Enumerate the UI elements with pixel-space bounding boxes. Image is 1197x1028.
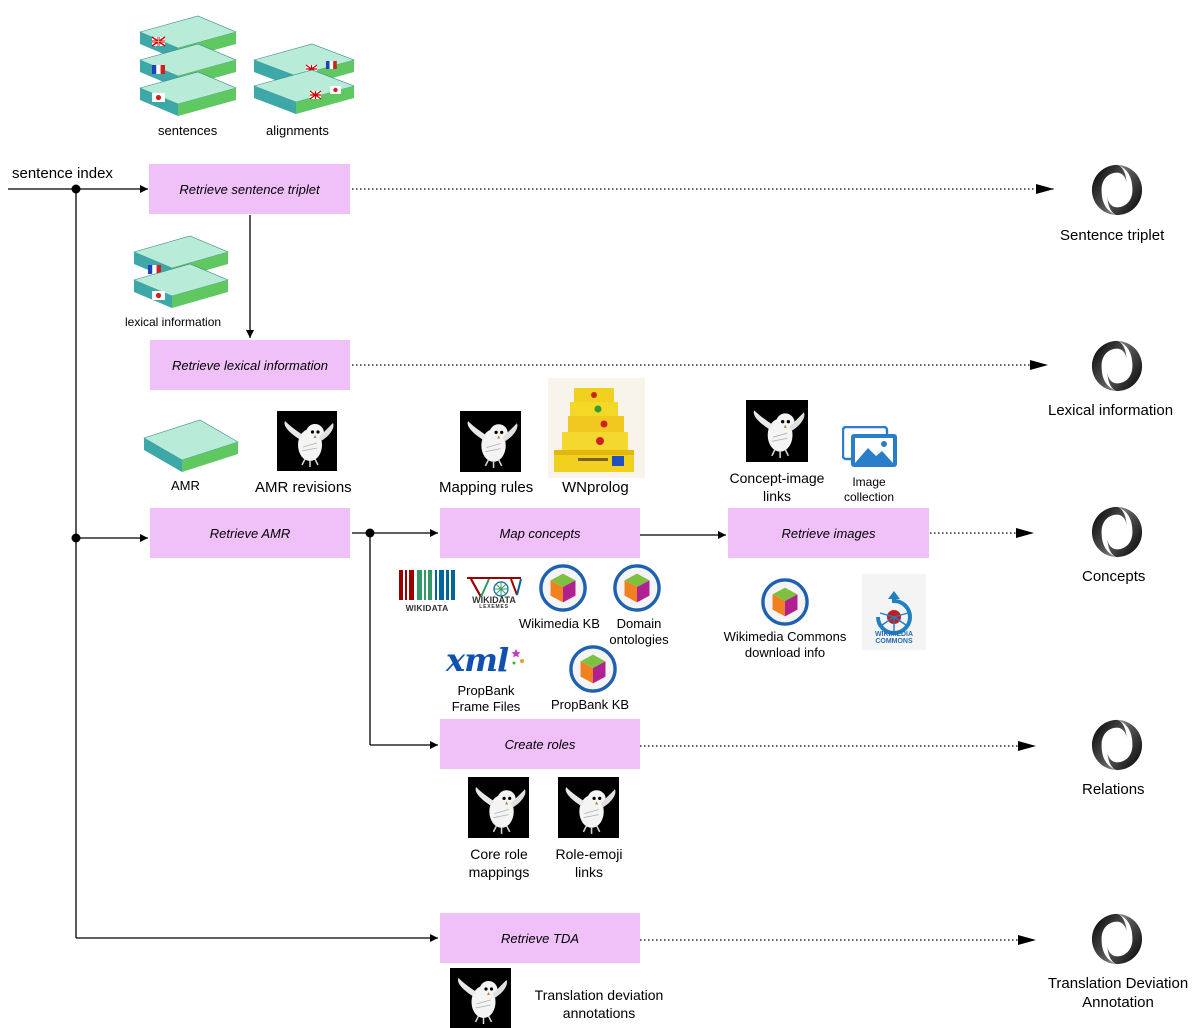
wikidata-logo-text: WIKIDATA [405, 603, 449, 613]
propbank-kb-cube-icon [569, 645, 617, 693]
lexical-database-icon [128, 232, 234, 312]
wikidata-logo-icon: WIKIDATA [397, 568, 457, 616]
sentences-database-icon [132, 12, 242, 118]
wikimedia-commons-kb-cube-icon [761, 578, 809, 626]
image-collection-line1: Image [852, 475, 886, 489]
commons-logo-line1: WIKIMEDIA [874, 631, 914, 638]
lexical-information-label: lexical information [125, 315, 222, 329]
arrowhead-lexical [1030, 360, 1048, 370]
image-collection-label: Image collection [836, 475, 902, 505]
arrowhead-relations [1018, 741, 1036, 751]
concept-image-links-owl-icon [746, 400, 808, 462]
wikimedia-commons-info-line1: Wikimedia Commons [723, 629, 847, 644]
tda-output-label: Translation Deviation Annotation [1040, 975, 1196, 1013]
alignments-label: alignments [266, 123, 329, 138]
propbank-kb-label: PropBank KB [551, 697, 630, 712]
domain-ontologies-cube-icon [613, 564, 661, 612]
role-emoji-links-label: Role-emoji links [545, 846, 633, 881]
tda-line1: Translation deviation [534, 987, 664, 1003]
retrieve-amr-process: Retrieve AMR [150, 508, 350, 558]
tda-output-line2: Annotation [1082, 993, 1154, 1011]
propbank-frame-files-label: PropBank Frame Files [447, 683, 525, 716]
retrieve-lexical-information-process: Retrieve lexical information [150, 340, 350, 390]
wnprolog-label: WNprolog [562, 479, 629, 496]
core-role-mappings-label: Core role mappings [459, 846, 539, 881]
retrieve-sentence-triplet-process: Retrieve sentence triplet [149, 164, 350, 214]
core-role-mappings-owl-icon [468, 777, 529, 838]
role-emoji-links-line2: links [574, 863, 603, 880]
image-collection-line2: collection [843, 490, 895, 504]
tda-owl-icon [450, 968, 511, 1028]
picture-icon [842, 426, 898, 468]
xml-logo-icon: xml [446, 641, 526, 681]
propbank-frame-files-line1: PropBank [457, 683, 515, 698]
sentence-index-label: sentence index [12, 165, 113, 182]
domain-ontologies-line1: Domain [616, 616, 662, 631]
tda-output-line1: Translation Deviation [1047, 975, 1189, 992]
retrieve-tda-process: Retrieve TDA [440, 913, 640, 963]
lexical-information-output-label: Lexical information [1048, 402, 1174, 419]
concepts-json-icon [1090, 505, 1144, 559]
wikidata-lexemes-text: WIKIDATA LEXEMES [465, 596, 523, 610]
tda-json-icon [1090, 912, 1144, 966]
concepts-output-label: Concepts [1082, 568, 1146, 585]
domain-ontologies-line2: ontologies [609, 632, 669, 648]
arrowhead-concepts [1016, 528, 1034, 538]
commons-logo-line2: COMMONS [875, 638, 913, 645]
xml-logo-text: xml [446, 641, 509, 679]
domain-ontologies-label: Domain ontologies [604, 616, 674, 649]
core-role-mappings-line1: Core role [470, 846, 528, 862]
concept-image-links-line2: links [762, 487, 791, 504]
core-role-mappings-line2: mappings [468, 863, 530, 880]
concept-image-links-line1: Concept-image [729, 470, 825, 486]
relations-json-icon [1090, 718, 1144, 772]
wikidata-lexemes-logo-icon: WIKIDATA LEXEMES [465, 566, 523, 618]
translation-deviation-annotations-label: Translation deviation annotations [520, 987, 678, 1022]
amr-revisions-label: AMR revisions [255, 479, 352, 496]
wikimedia-commons-logo-text: WIKIMEDIA COMMONS [862, 631, 926, 645]
tda-line2: annotations [562, 1004, 636, 1021]
junction-dot [365, 528, 375, 538]
propbank-frame-files-line2: Frame Files [451, 699, 521, 715]
wikimedia-kb-cube-icon [539, 564, 587, 612]
wikidata-lexemes-line2: LEXEMES [479, 604, 509, 610]
wikimedia-kb-label: Wikimedia KB [519, 616, 600, 631]
amr-revisions-owl-icon [277, 411, 337, 471]
sentence-triplet-output-label: Sentence triplet [1060, 227, 1165, 244]
arrowhead-tda [1018, 935, 1036, 945]
mapping-rules-owl-icon [460, 411, 521, 472]
wnprolog-boxes-icon [548, 378, 645, 478]
lexical-information-json-icon [1090, 339, 1144, 393]
role-emoji-links-owl-icon [558, 777, 619, 838]
role-emoji-links-line1: Role-emoji [555, 846, 623, 862]
arrowhead-triplet [1036, 184, 1054, 194]
wikidata-lexemes-line1: WIKIDATA [472, 595, 516, 605]
amr-label: AMR [171, 478, 200, 493]
alignments-database-icon [248, 40, 360, 118]
concept-image-links-label: Concept-image links [719, 470, 835, 505]
wikimedia-commons-logo-icon: WIKIMEDIA COMMONS [862, 574, 926, 650]
create-roles-process: Create roles [440, 719, 640, 769]
amr-database-icon [140, 418, 240, 474]
mapping-rules-label: Mapping rules [439, 479, 534, 496]
sentence-triplet-json-icon [1090, 163, 1144, 217]
sentences-label: sentences [158, 123, 218, 138]
map-concepts-process: Map concepts [440, 508, 640, 558]
wikimedia-commons-download-info-label: Wikimedia Commons download info [715, 629, 855, 662]
relations-output-label: Relations [1082, 781, 1145, 798]
retrieve-images-process: Retrieve images [728, 508, 929, 558]
wikimedia-commons-info-line2: download info [744, 645, 826, 661]
junction-dot [71, 184, 81, 194]
junction-dot [71, 533, 81, 543]
